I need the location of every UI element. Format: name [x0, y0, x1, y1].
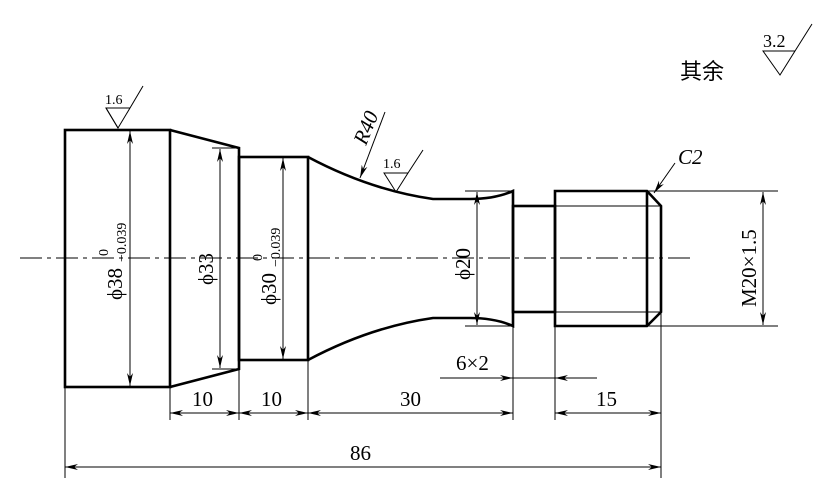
radius-label: R40 — [348, 107, 383, 149]
svg-text:ϕ38: ϕ38 — [103, 268, 127, 300]
roughness-symbol-2: 1.6 — [383, 149, 424, 193]
dim-d33-label: ϕ33 — [194, 253, 218, 285]
svg-text:3.2: 3.2 — [763, 31, 786, 51]
dim-l2-label: 10 — [261, 387, 282, 411]
svg-text:0: 0 — [251, 254, 266, 261]
svg-text:−0.039: −0.039 — [115, 223, 130, 262]
dim-l1-label: 10 — [192, 387, 213, 411]
chamfer-label: C2 — [678, 145, 703, 169]
svg-text:ϕ30: ϕ30 — [257, 273, 281, 305]
svg-text:1.6: 1.6 — [383, 157, 401, 172]
roughness-symbol-general: 3.2 — [762, 23, 813, 76]
dim-l3-label: 30 — [400, 387, 421, 411]
chamfer-leader — [653, 162, 676, 194]
dim-groove-label: 6×2 — [456, 351, 489, 375]
svg-text:0: 0 — [97, 249, 112, 256]
svg-text:−0.039: −0.039 — [269, 228, 284, 267]
note-prefix: 其余 — [680, 60, 724, 85]
dim-l4-label: 15 — [596, 387, 617, 411]
part-outline — [63, 128, 663, 389]
radius-leader — [359, 111, 386, 179]
dim-d30-label: ϕ30 0 −0.039 — [251, 228, 284, 305]
svg-text:1.6: 1.6 — [105, 93, 123, 108]
roughness-symbol-1: 1.6 — [105, 85, 144, 129]
dim-d38-label: ϕ38 0 −0.039 — [97, 223, 130, 300]
dim-total-label: 86 — [350, 441, 371, 465]
dim-thread-label: M20×1.5 — [737, 229, 761, 307]
dim-d20-label: ϕ20 — [451, 248, 475, 280]
